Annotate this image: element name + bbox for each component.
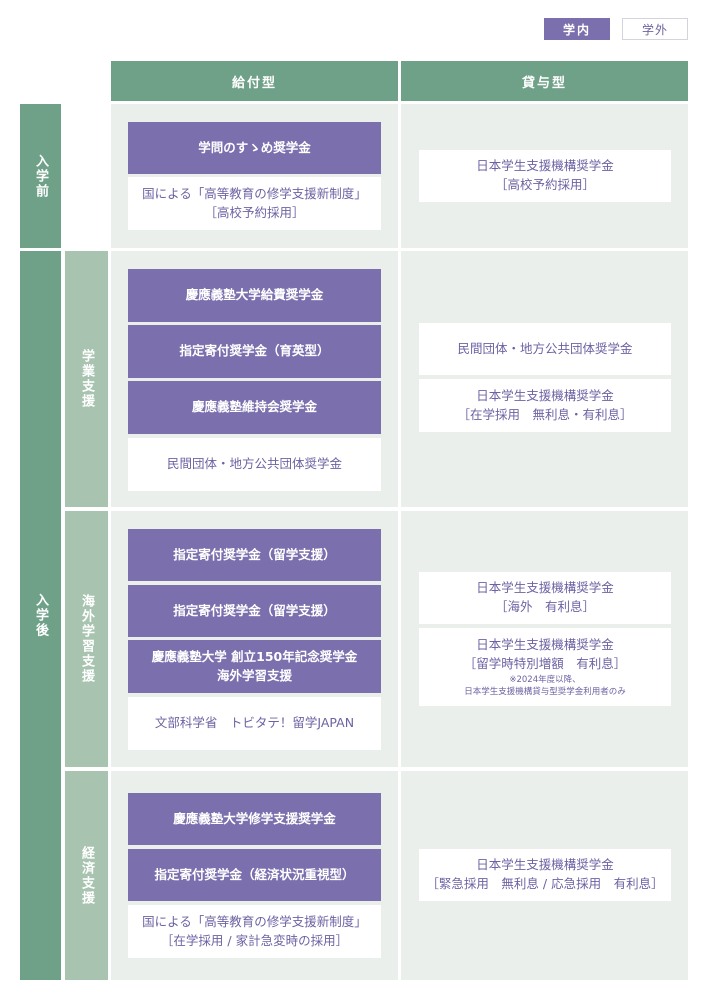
- subrow-header-study: 学業支援: [65, 251, 108, 507]
- scholarship-detail: ［高校予約採用］: [204, 204, 305, 220]
- legend-external[interactable]: 学外: [622, 18, 688, 40]
- scholarship-label: 日本学生支援機構奨学金: [476, 158, 614, 174]
- scholarship-tobitate[interactable]: 文部科学省 トビタテ！留学JAPAN: [128, 697, 381, 750]
- scholarship-designated-ikuei[interactable]: 指定寄付奨学金（育英型）: [128, 325, 381, 378]
- loan-jasso-study-abroad-increase[interactable]: 日本学生支援機構奨学金 ［留学時特別増額 有利息］ ※2024年度以降、 日本学…: [419, 628, 671, 706]
- loan-private-local[interactable]: 民間団体・地方公共団体奨学金: [419, 323, 671, 375]
- scholarship-designated-abroad-2[interactable]: 指定寄付奨学金（留学支援）: [128, 585, 381, 637]
- scholarship-detail: ［高校予約採用］: [494, 177, 595, 192]
- scholarship-national-support-high-school[interactable]: 国による「高等教育の修学支援新制度」 ［高校予約採用］: [128, 177, 381, 230]
- scholarship-label: 国による「高等教育の修学支援新制度」: [142, 185, 367, 201]
- scholarship-label: 国による「高等教育の修学支援新制度」: [142, 913, 367, 929]
- scholarship-note: 日本学生支援機構貸与型奨学金利用者のみ: [464, 686, 626, 697]
- column-header-grant: 給付型: [111, 61, 398, 101]
- scholarship-detail: 海外学習支援: [216, 667, 292, 683]
- scholarship-label: 日本学生支援機構奨学金: [476, 857, 614, 873]
- scholarship-detail: ［海外 有利息］: [494, 599, 595, 614]
- scholarship-keio-150th-abroad[interactable]: 慶應義塾大学 創立150年記念奨学金 海外学習支援: [128, 640, 381, 693]
- scholarship-keio-shugaku-shien[interactable]: 慶應義塾大学修学支援奨学金: [128, 793, 381, 845]
- loan-jasso-emergency[interactable]: 日本学生支援機構奨学金 ［緊急採用 無利息 / 応急採用 有利息］: [419, 849, 671, 901]
- loan-jasso-abroad[interactable]: 日本学生支援機構奨学金 ［海外 有利息］: [419, 572, 671, 624]
- scholarship-designated-economic[interactable]: 指定寄付奨学金（経済状況重視型）: [128, 849, 381, 901]
- subrow-header-economic: 経済支援: [65, 771, 108, 980]
- row-header-after-admission: 入学後: [20, 251, 61, 980]
- scholarship-label: 日本学生支援機構奨学金: [476, 636, 614, 652]
- loan-jasso-enrolled[interactable]: 日本学生支援機構奨学金 ［在学採用 無利息・有利息］: [419, 379, 671, 432]
- scholarship-label: 慶應義塾大学 創立150年記念奨学金: [151, 648, 358, 664]
- scholarship-label: 日本学生支援機構奨学金: [476, 387, 614, 403]
- scholarship-designated-abroad-1[interactable]: 指定寄付奨学金（留学支援）: [128, 529, 381, 581]
- scholarship-gakumon-no-susume[interactable]: 学問のすゝめ奨学金: [128, 122, 381, 174]
- row-header-before-admission: 入学前: [20, 104, 61, 248]
- scholarship-national-support-enrolled[interactable]: 国による「高等教育の修学支援新制度」 ［在学採用 / 家計急変時の採用］: [128, 905, 381, 958]
- loan-jasso-high-school[interactable]: 日本学生支援機構奨学金 ［高校予約採用］: [419, 150, 671, 202]
- scholarship-private-local[interactable]: 民間団体・地方公共団体奨学金: [128, 438, 381, 491]
- scholarship-detail: ［在学採用 / 家計急変時の採用］: [160, 932, 349, 948]
- scholarship-detail: ［緊急採用 無利息 / 応急採用 有利息］: [426, 876, 664, 891]
- scholarship-detail: ［留学時特別増額 有利息］: [463, 655, 627, 671]
- scholarship-detail: ［在学採用 無利息・有利息］: [457, 406, 633, 422]
- scholarship-label: 日本学生支援機構奨学金: [476, 580, 614, 596]
- scholarship-keio-kyuhi[interactable]: 慶應義塾大学給費奨学金: [128, 269, 381, 322]
- legend-internal[interactable]: 学内: [544, 18, 610, 40]
- scholarship-note: ※2024年度以降、: [509, 675, 581, 686]
- column-header-loan: 貸与型: [401, 61, 688, 101]
- scholarship-keio-ijikai[interactable]: 慶應義塾維持会奨学金: [128, 381, 381, 434]
- subrow-header-abroad: 海外学習支援: [65, 511, 108, 767]
